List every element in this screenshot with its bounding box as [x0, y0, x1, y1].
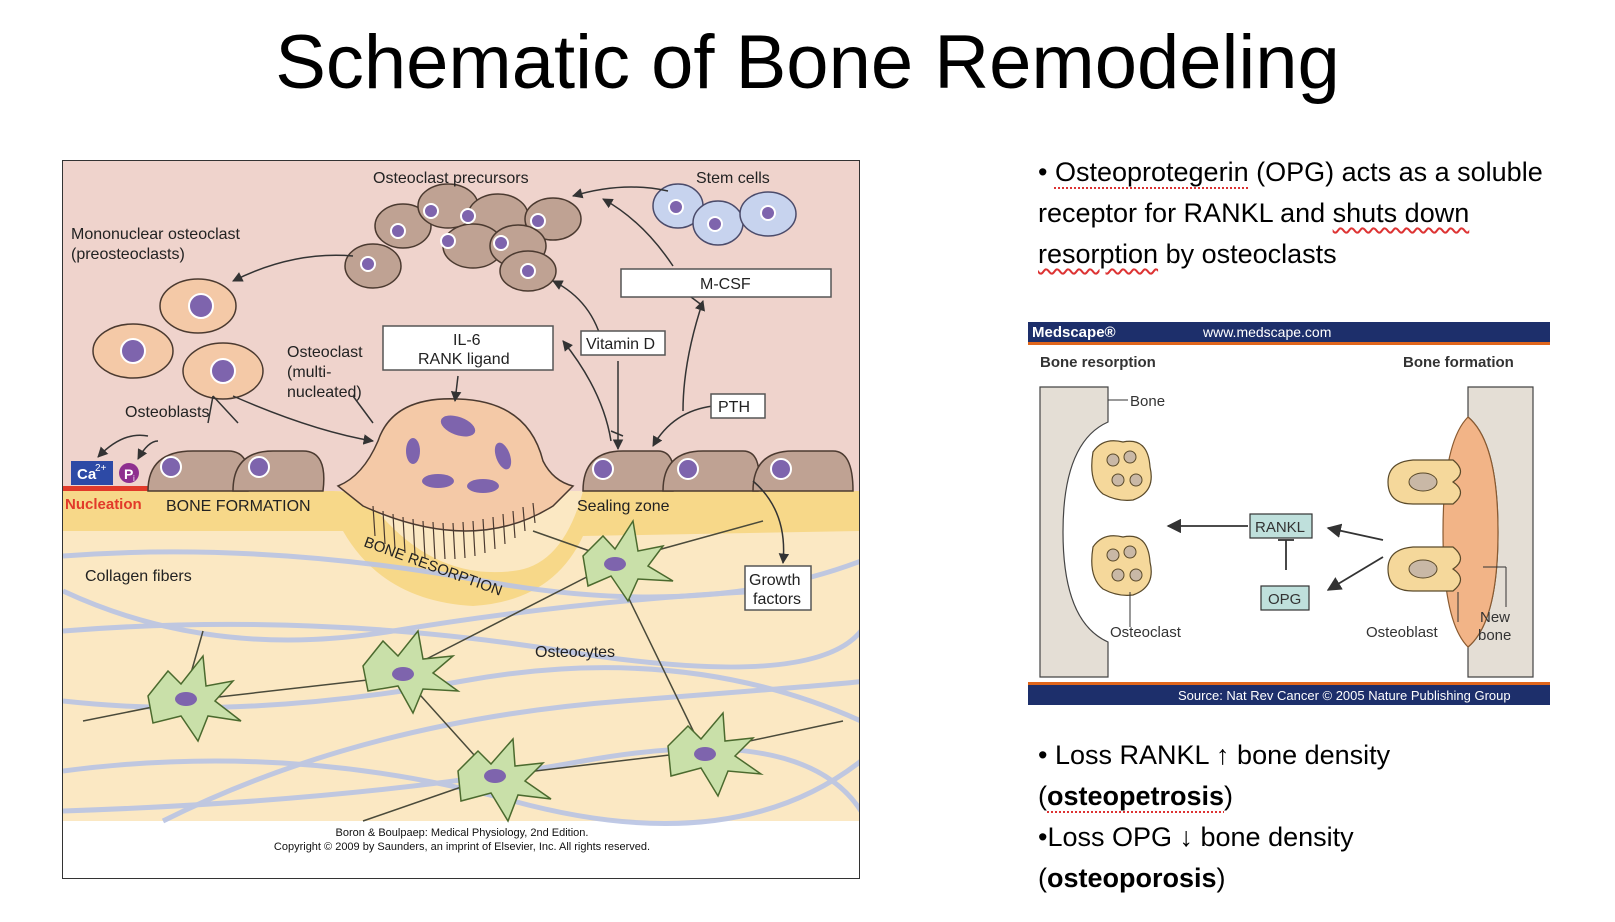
by-osteoclasts-text: by osteoclasts: [1158, 239, 1337, 269]
nucleation-label: Nucleation: [65, 496, 142, 513]
density-bullets: • Loss RANKL ↑ bone density (osteopetros…: [1038, 735, 1578, 899]
osteoblast-label-medscape: Osteoblast: [1366, 624, 1439, 641]
stem-cells-label: Stem cells: [696, 170, 770, 187]
osteoclast-label-medscape: Osteoclast: [1110, 624, 1182, 641]
opg-description: (OPG) acts as a soluble receptor for RAN…: [1038, 157, 1543, 228]
loss-opg-bullet: •Loss OPG ↓ bone density: [1038, 817, 1578, 858]
calcium-ion-badge: [71, 461, 113, 485]
osteocyte-4: [457, 737, 552, 823]
osteoclast-multi-label: (multi-: [287, 364, 331, 381]
loss-rankl-bullet: • Loss RANKL ↑ bone density: [1038, 735, 1578, 776]
mononuclear-label: Mononuclear osteoclast: [71, 226, 241, 243]
bone-formation-heading: Bone formation: [1403, 354, 1514, 371]
osteoclast-precursors-label: Osteoclast precursors: [373, 170, 529, 187]
osteopetrosis-line: (osteopetrosis): [1038, 781, 1234, 811]
page-title: Schematic of Bone Remodeling: [275, 20, 1340, 105]
rankl-box: [1249, 513, 1313, 539]
phosphate-badge: [119, 463, 139, 483]
preosteoclasts-label: (preosteoclasts): [71, 246, 185, 263]
phosphate-label: P: [124, 466, 133, 482]
up-arrow-icon: ↑: [1216, 740, 1230, 770]
new-label: New: [1480, 609, 1510, 626]
bullet-marker: •: [1038, 157, 1055, 187]
osteoblasts-right: [582, 450, 854, 492]
bone-density-text: bone density: [1229, 740, 1391, 770]
medscape-figure: Medscape® www.medscape.com Bone resorpti…: [1028, 322, 1550, 722]
opg-label: OPG: [1268, 591, 1301, 608]
down-arrow-icon: ↓: [1179, 822, 1194, 852]
ruffled-border: [372, 502, 536, 560]
figure-credit-line2: Copyright © 2009 by Saunders, an imprint…: [273, 841, 651, 853]
opg-bullet: • Osteoprotegerin (OPG) acts as a solubl…: [1038, 152, 1578, 275]
il6-rankl-box: [382, 325, 554, 371]
figure-credit-line1: Boron & Boulpaep: Medical Physiology, 2n…: [335, 827, 589, 839]
osteoprotegerin-term: Osteoprotegerin: [1054, 157, 1249, 187]
medscape-arrows: [1166, 518, 1384, 591]
loss-rankl-text: Loss RANKL: [1054, 740, 1217, 770]
medscape-footer-bar: [1028, 685, 1550, 705]
growth-factors-box: [744, 565, 812, 611]
medscape-logo: Medscape®: [1032, 324, 1116, 341]
vitamin-d-box: [580, 330, 666, 356]
phosphate-subscript: i: [133, 474, 135, 483]
bullet-marker: •: [1038, 740, 1055, 770]
osteoclast-label: Osteoclast: [287, 344, 363, 361]
osteocyte-nuclei: [175, 557, 716, 783]
bone-remodeling-illustration: Ca 2+ P i: [63, 161, 859, 878]
rankl-opg-diagram: Medscape® www.medscape.com Bone resorpti…: [1028, 322, 1550, 705]
pth-box: [710, 393, 766, 419]
bone-density-text-2: bone density: [1193, 822, 1354, 852]
medscape-header-bar: [1028, 322, 1550, 342]
factors-label: factors: [753, 591, 801, 608]
bone-new-label: bone: [1478, 627, 1511, 644]
medscape-source: Source: Nat Rev Cancer © 2005 Nature Pub…: [1178, 688, 1511, 703]
mcsf-label: M-CSF: [700, 276, 751, 293]
osteoclast-precursors: [344, 183, 582, 292]
opg-box: [1260, 585, 1310, 611]
medscape-url: www.medscape.com: [1202, 324, 1331, 340]
shuts-down-resorption-phrase: shuts down resorption: [1038, 198, 1470, 269]
bone-surface-band: [63, 491, 859, 606]
osteocyte-1: [582, 518, 674, 603]
rank-ligand-label: RANK ligand: [418, 351, 510, 368]
bone-resorption-heading: Bone resorption: [1040, 354, 1156, 371]
bone-remodeling-figure: Ca 2+ P i: [62, 160, 860, 879]
osteoporosis-term: osteoporosis: [1047, 863, 1217, 893]
osteoblasts-label: Osteoblasts: [125, 404, 209, 421]
loss-opg-text: •Loss OPG: [1038, 822, 1180, 852]
vitamin-d-label: Vitamin D: [586, 336, 655, 353]
growth-label: Growth: [749, 572, 801, 589]
calcium-label: Ca: [77, 466, 97, 483]
pth-label: PTH: [718, 399, 750, 416]
precursor-nuclei: [360, 203, 546, 279]
osteoclast-nuclei: [406, 415, 512, 493]
collagen-fibers-label: Collagen fibers: [85, 568, 192, 585]
nucleation-line: [63, 486, 153, 491]
osteopetrosis-term: osteopetrosis: [1047, 781, 1225, 811]
osteoclast-nucleated-label: nucleated): [287, 384, 362, 401]
resorption-bone: [1039, 386, 1109, 678]
mcsf-box: [620, 268, 832, 298]
osteocytes-label: Osteocytes: [535, 644, 615, 661]
rankl-label: RANKL: [1255, 519, 1305, 536]
bone-label: Bone: [1130, 393, 1165, 410]
sealing-zone-label: Sealing zone: [577, 498, 670, 515]
osteoporosis-line: (osteoporosis): [1038, 863, 1226, 893]
il6-label: IL-6: [453, 332, 481, 349]
bone-formation-label: BONE FORMATION: [166, 498, 311, 515]
calcium-charge: 2+: [95, 463, 107, 474]
